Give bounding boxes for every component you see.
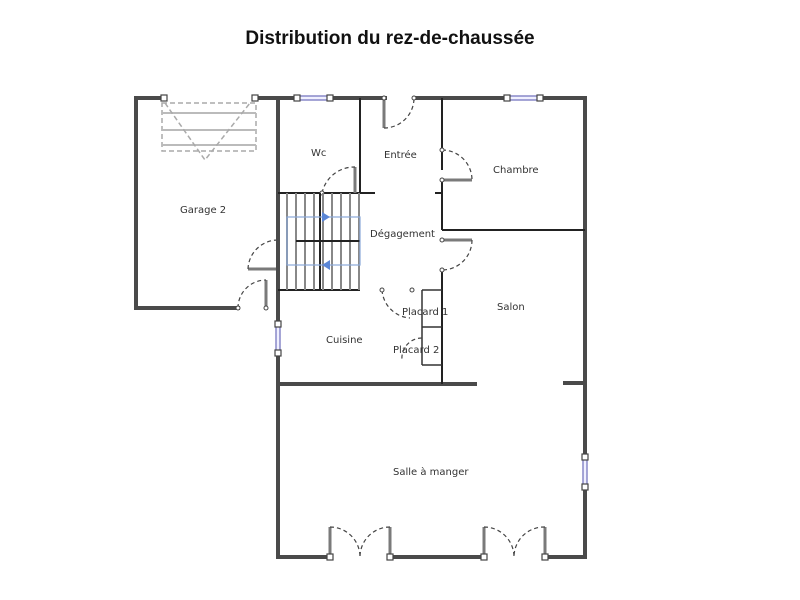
label-degagement: Dégagement <box>370 228 435 240</box>
label-garage: Garage 2 <box>180 205 226 216</box>
room-labels: Garage 2 Wc Entrée Chambre Dégagement Sa… <box>180 148 539 478</box>
label-placard-1: Placard 1 <box>402 307 448 318</box>
label-salon: Salon <box>497 302 525 313</box>
interior-walls <box>278 98 585 384</box>
label-entree: Entrée <box>384 149 417 161</box>
garage-area <box>134 94 280 311</box>
label-salle-a-manger: Salle à manger <box>393 466 469 478</box>
interior-doors <box>319 95 549 561</box>
windows <box>274 94 589 491</box>
house-walls <box>276 96 587 559</box>
label-wc: Wc <box>311 148 326 159</box>
label-cuisine: Cuisine <box>326 335 363 346</box>
label-chambre: Chambre <box>493 165 539 176</box>
label-placard-2: Placard 2 <box>393 345 439 356</box>
staircase <box>286 193 361 290</box>
plan-title: Distribution du rez-de-chaussée <box>245 28 535 49</box>
